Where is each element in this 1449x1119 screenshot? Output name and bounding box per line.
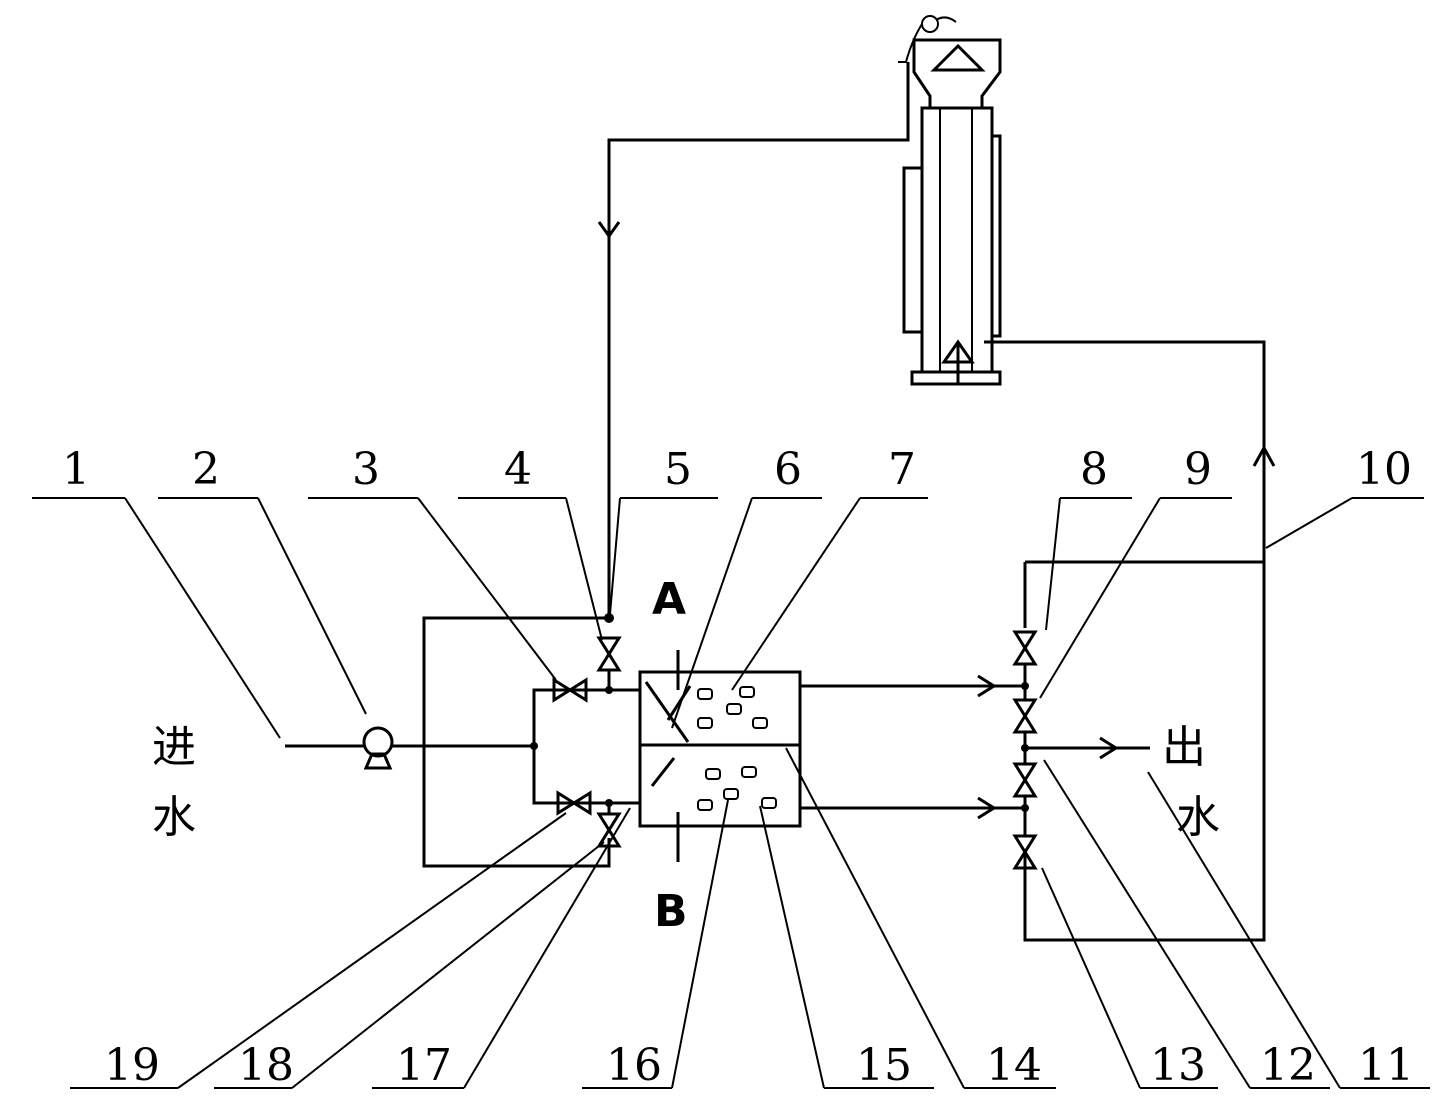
callout-1: 1 [62,444,90,495]
callout-14: 14 [986,1040,1042,1091]
callout-19: 19 [104,1040,160,1091]
callout-5: 5 [664,444,692,495]
callout-7: 7 [888,444,916,495]
callout-15: 15 [856,1040,912,1091]
reactor [638,650,802,862]
valve-12 [1012,762,1038,798]
return-pipe [607,62,910,618]
valve-3 [552,677,588,703]
callout-4: 4 [504,444,532,495]
callout-12: 12 [1260,1040,1316,1091]
callout-13: 13 [1150,1040,1206,1091]
callout-9: 9 [1184,444,1212,495]
down-arrow [597,221,621,239]
valve-4 [596,636,622,672]
valve-18 [556,790,592,816]
callout-18: 18 [238,1040,294,1091]
valve-9 [1012,698,1038,734]
filter-column [898,15,1002,386]
pump [362,726,394,770]
leader-lines [32,497,1424,739]
inlet-text-2: 水 [152,792,196,843]
callout-6: 6 [774,444,802,495]
callout-2: 2 [192,444,220,495]
callout-17: 17 [396,1040,452,1091]
callout-11: 11 [1358,1040,1414,1091]
leader-lines-bottom [70,747,1430,1089]
chamber-a-label: A [652,574,686,625]
outlet-text-2: 水 [1176,792,1220,843]
valve-8 [1012,630,1038,666]
callout-16: 16 [606,1040,662,1091]
callout-8: 8 [1080,444,1108,495]
outlet-text-1: 出 [1162,722,1206,773]
inlet-text-1: 进 [152,722,196,773]
callout-10: 10 [1356,444,1412,495]
up-arrow [1252,444,1276,467]
chamber-b-label: B [654,886,688,937]
callout-3: 3 [352,444,380,495]
